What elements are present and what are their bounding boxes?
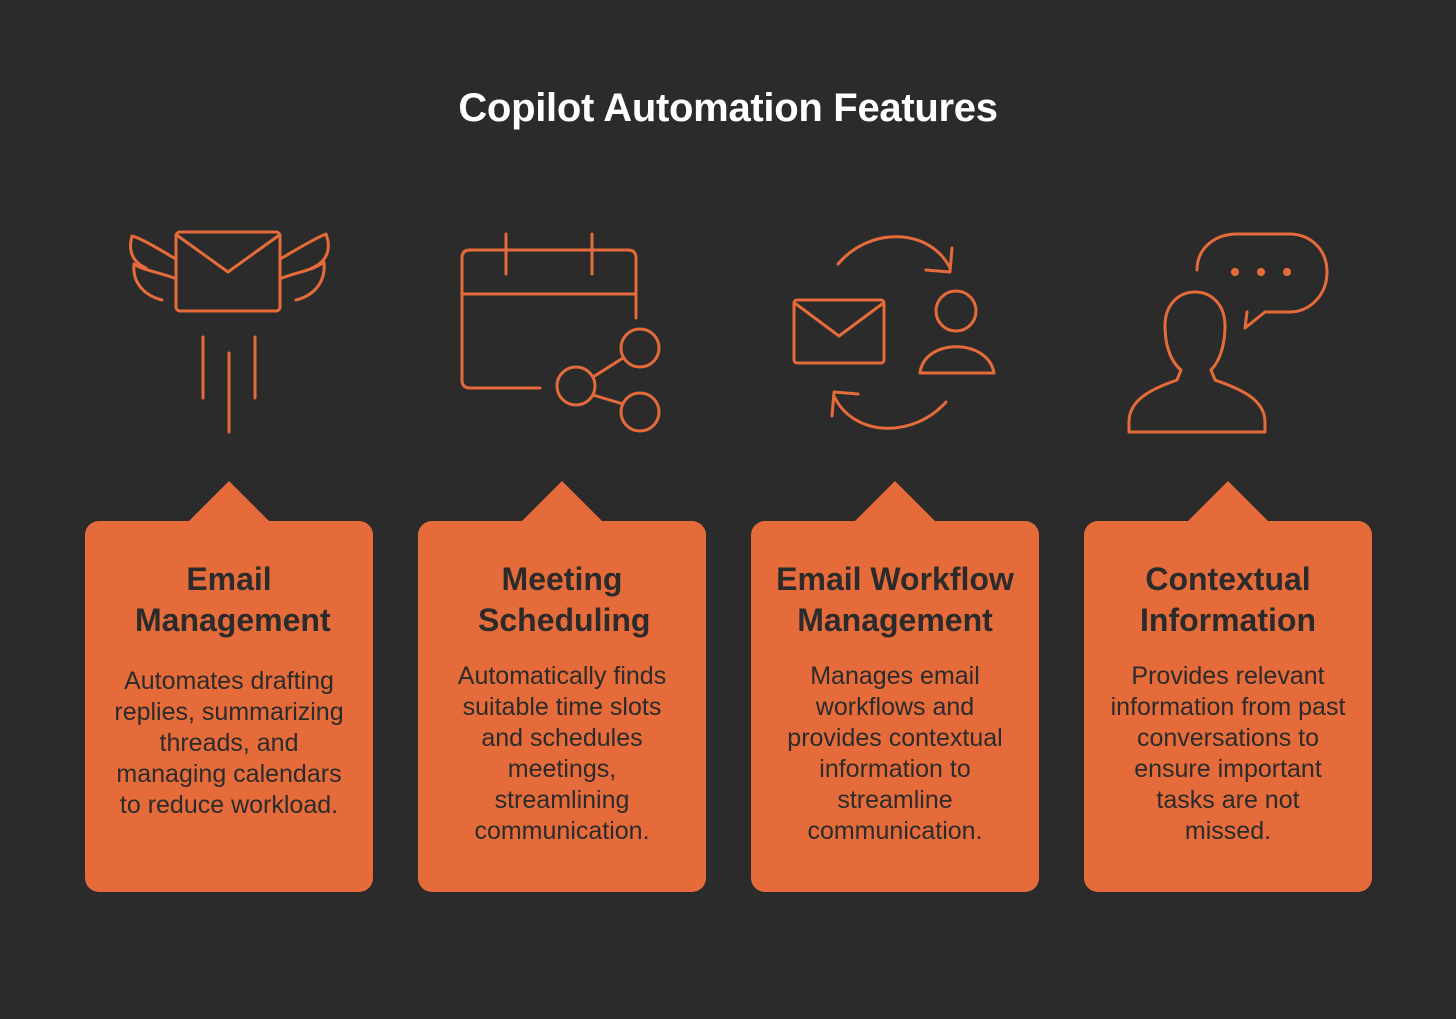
- feature-card-email-management: Email Management Automates drafting repl…: [85, 481, 373, 892]
- feature-card-email-workflow-management: Email Workflow Management Manages email …: [751, 481, 1039, 892]
- page-title: Copilot Automation Features: [458, 86, 998, 130]
- feature-title: Email Management: [135, 561, 331, 638]
- feature-title: Contextual Information: [1140, 561, 1316, 638]
- feature-title: Meeting Scheduling: [478, 561, 651, 638]
- email-user-sync-icon: [790, 232, 1000, 432]
- feature-card-contextual-information: Contextual Information Provides relevant…: [1084, 481, 1372, 892]
- feature-description: Automates drafting replies, summarizing …: [114, 667, 344, 819]
- feature-card-meeting-scheduling: Meeting Scheduling Automatically finds s…: [418, 481, 706, 892]
- flying-envelope-icon: [128, 228, 332, 438]
- feature-description: Automatically finds suitable time slots …: [457, 662, 667, 845]
- feature-description: Provides relevant information from past …: [1110, 662, 1346, 845]
- person-speech-bubble-icon: [1125, 230, 1335, 440]
- feature-description: Manages email workflows and provides con…: [787, 662, 1003, 845]
- calendar-share-icon: [458, 228, 668, 438]
- feature-title: Email Workflow Management: [776, 561, 1014, 638]
